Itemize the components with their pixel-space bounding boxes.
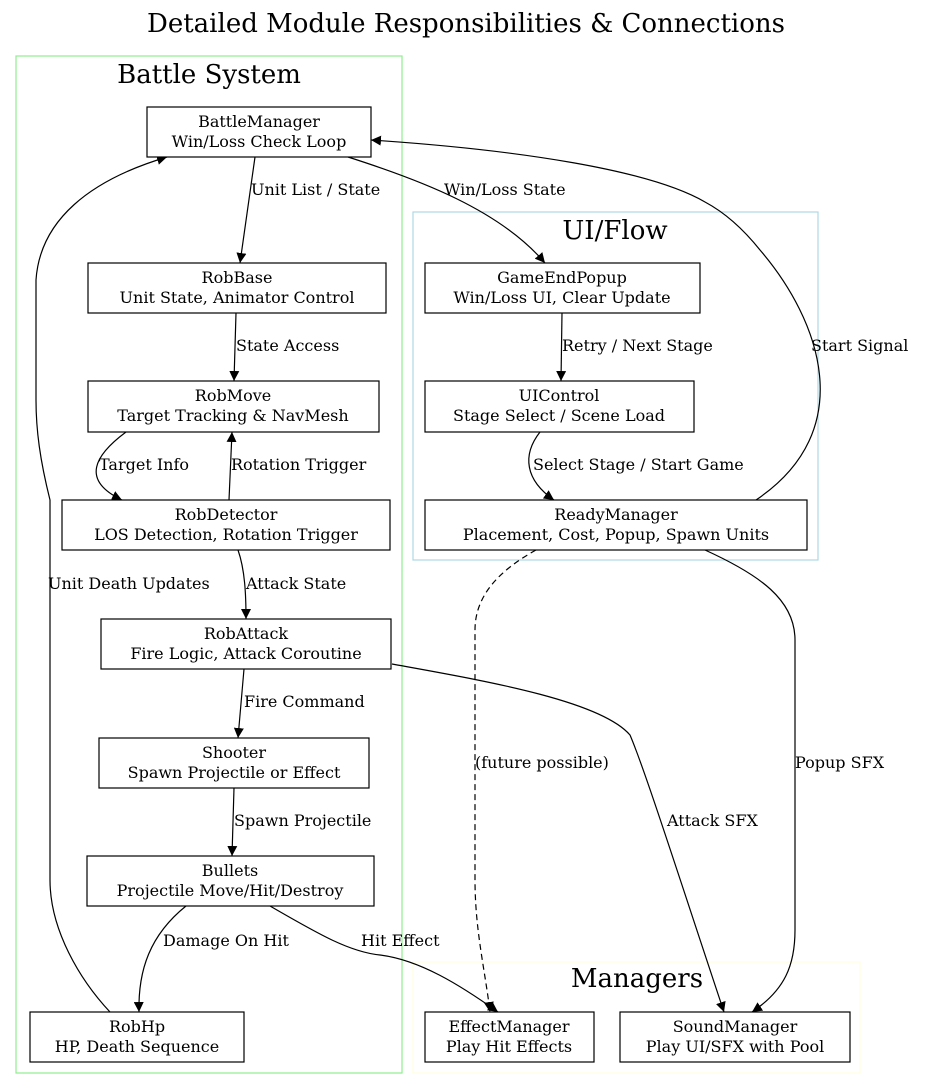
edge-label-win-loss-state: Win/Loss State [444, 180, 566, 199]
node-bullets[interactable]: Bullets Projectile Move/Hit/Destroy [86, 855, 375, 907]
node-gameendpopup-name: GameEndPopup [497, 268, 627, 287]
node-battlemanager-name: BattleManager [198, 112, 320, 131]
node-robattack[interactable]: RobAttack Fire Logic, Attack Coroutine [100, 618, 392, 670]
node-soundmanager[interactable]: SoundManager Play UI/SFX with Pool [619, 1011, 851, 1063]
node-readymanager-box [424, 499, 808, 551]
edge-shooter-bullets [227, 787, 238, 857]
node-uicontrol[interactable]: UIControl Stage Select / Scene Load [424, 380, 695, 433]
node-gameendpopup-box [424, 262, 701, 314]
node-bullets-desc: Projectile Move/Hit/Destroy [117, 881, 344, 900]
edge-robdetector-robmove [226, 431, 237, 501]
edge-robbase-robmove [229, 312, 240, 382]
node-soundmanager-desc: Play UI/SFX with Pool [646, 1037, 824, 1056]
edge-robmove-robdetector [95, 431, 127, 501]
node-battlemanager[interactable]: BattleManager Win/Loss Check Loop [146, 106, 372, 158]
node-robmove[interactable]: RobMove Target Tracking & NavMesh [87, 380, 380, 433]
node-effectmanager[interactable]: EffectManager Play Hit Effects [424, 1011, 595, 1063]
node-shooter-box [98, 737, 370, 789]
node-effectmanager-desc: Play Hit Effects [446, 1037, 572, 1056]
node-bullets-box [86, 855, 375, 907]
node-robattack-name: RobAttack [204, 624, 289, 643]
cluster-battle-system-border [15, 55, 403, 1074]
node-readymanager-name: ReadyManager [554, 505, 678, 524]
edge-readymanager-soundmanager [704, 549, 796, 1013]
node-robmove-name: RobMove [195, 386, 271, 405]
node-robmove-desc: Target Tracking & NavMesh [117, 406, 348, 425]
edge-label-fire-command: Fire Command [244, 692, 365, 711]
cluster-managers: Managers [412, 961, 861, 1074]
node-uicontrol-name: UIControl [519, 386, 600, 405]
edge-bullets-effectmanager [269, 905, 499, 1013]
edge-label-target-info: Target Info [99, 455, 189, 474]
cluster-ui-flow-border [412, 211, 819, 561]
node-robhp-name: RobHp [109, 1017, 165, 1036]
node-bullets-name: Bullets [202, 861, 258, 880]
node-battlemanager-box [146, 106, 372, 158]
edge-battlemanager-robbase [236, 156, 256, 264]
node-robbase[interactable]: RobBase Unit State, Animator Control [87, 262, 387, 314]
edges: Unit List / State Win/Loss State State A… [35, 135, 908, 1013]
node-robdetector[interactable]: RobDetector LOS Detection, Rotation Trig… [61, 499, 391, 551]
node-robdetector-name: RobDetector [175, 505, 278, 524]
node-robhp-box [29, 1011, 245, 1063]
edge-label-unit-list-state: Unit List / State [251, 180, 380, 199]
node-robattack-box [100, 618, 392, 670]
edge-label-state-access: State Access [236, 336, 339, 355]
cluster-managers-label: Managers [571, 964, 703, 994]
edge-label-popup-sfx: Popup SFX [795, 753, 885, 772]
edge-label-unit-death-updates: Unit Death Updates [48, 574, 210, 593]
node-uicontrol-desc: Stage Select / Scene Load [453, 406, 665, 425]
edge-label-select-stage-start-game: Select Stage / Start Game [533, 455, 744, 474]
node-robhp-desc: HP, Death Sequence [55, 1037, 219, 1056]
node-robbase-name: RobBase [202, 268, 273, 287]
node-effectmanager-name: EffectManager [448, 1017, 569, 1036]
edge-label-future-possible: (future possible) [475, 753, 609, 772]
edge-readymanager-battlemanager [370, 135, 821, 501]
node-gameendpopup-desc: Win/Loss UI, Clear Update [453, 288, 670, 307]
edge-uicontrol-readymanager [528, 431, 555, 501]
cluster-ui-flow: UI/Flow [412, 211, 819, 561]
node-shooter[interactable]: Shooter Spawn Projectile or Effect [98, 737, 370, 789]
edge-bullets-robhp [133, 905, 187, 1013]
edge-label-retry-next-stage: Retry / Next Stage [562, 336, 713, 355]
cluster-managers-border [412, 961, 861, 1074]
node-effectmanager-box [424, 1011, 595, 1063]
node-readymanager-desc: Placement, Cost, Popup, Spawn Units [463, 525, 769, 544]
edge-gameendpopup-uicontrol [556, 312, 567, 382]
node-robdetector-desc: LOS Detection, Rotation Trigger [94, 525, 358, 544]
node-robattack-desc: Fire Logic, Attack Coroutine [130, 644, 361, 663]
edge-robhp-battlemanager [35, 155, 168, 1013]
edge-label-start-signal: Start Signal [811, 336, 908, 355]
node-gameendpopup[interactable]: GameEndPopup Win/Loss UI, Clear Update [424, 262, 701, 314]
edge-robattack-soundmanager [391, 663, 726, 1013]
edge-label-attack-sfx: Attack SFX [666, 811, 758, 830]
edge-robdetector-robattack [237, 549, 251, 620]
node-robbase-desc: Unit State, Animator Control [120, 288, 355, 307]
node-robhp[interactable]: RobHp HP, Death Sequence [29, 1011, 245, 1063]
node-robbase-box [87, 262, 387, 314]
edge-battlemanager-gameendpopup [347, 156, 546, 264]
edge-label-damage-on-hit: Damage On Hit [163, 931, 289, 950]
edge-label-rotation-trigger: Rotation Trigger [231, 455, 367, 474]
node-battlemanager-desc: Win/Loss Check Loop [172, 132, 347, 151]
node-robmove-box [87, 380, 380, 433]
node-readymanager[interactable]: ReadyManager Placement, Cost, Popup, Spa… [424, 499, 808, 551]
edge-robattack-shooter [233, 668, 245, 739]
edge-label-attack-state: Attack State [245, 574, 346, 593]
node-robdetector-box [61, 499, 391, 551]
node-shooter-desc: Spawn Projectile or Effect [128, 763, 341, 782]
edge-label-hit-effect: Hit Effect [361, 931, 440, 950]
edge-readymanager-effectmanager [474, 549, 537, 1013]
diagram-title: Detailed Module Responsibilities & Conne… [147, 9, 785, 39]
node-soundmanager-box [619, 1011, 851, 1063]
cluster-ui-flow-label: UI/Flow [562, 216, 667, 246]
edge-label-spawn-projectile: Spawn Projectile [234, 811, 371, 830]
node-soundmanager-name: SoundManager [673, 1017, 798, 1036]
cluster-battle-system-label: Battle System [117, 60, 301, 90]
cluster-battle-system: Battle System [15, 55, 403, 1074]
node-uicontrol-box [424, 380, 695, 433]
node-shooter-name: Shooter [202, 743, 266, 762]
